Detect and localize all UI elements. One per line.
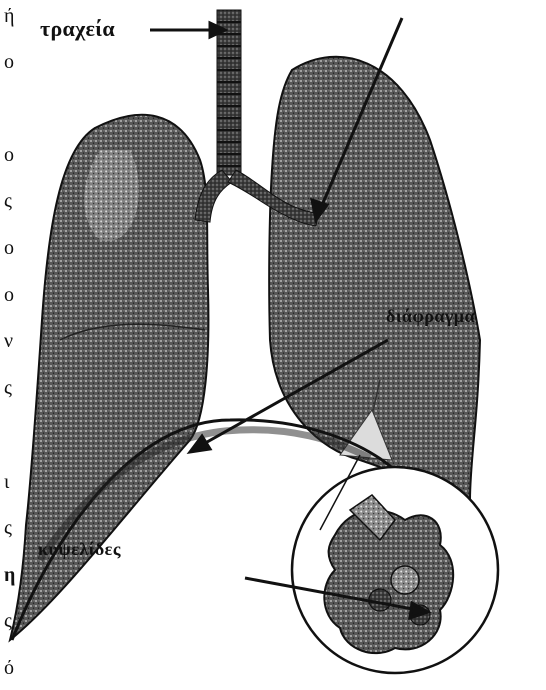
alveolus-sac [391, 566, 419, 594]
diaphragm-label: διάφραγμα [386, 307, 475, 325]
alveoli-label: κυψελίδες [38, 540, 121, 558]
alveolus-sac [369, 589, 391, 611]
trachea-label: τραχεία [40, 18, 115, 40]
alveoli-cluster [324, 510, 453, 653]
